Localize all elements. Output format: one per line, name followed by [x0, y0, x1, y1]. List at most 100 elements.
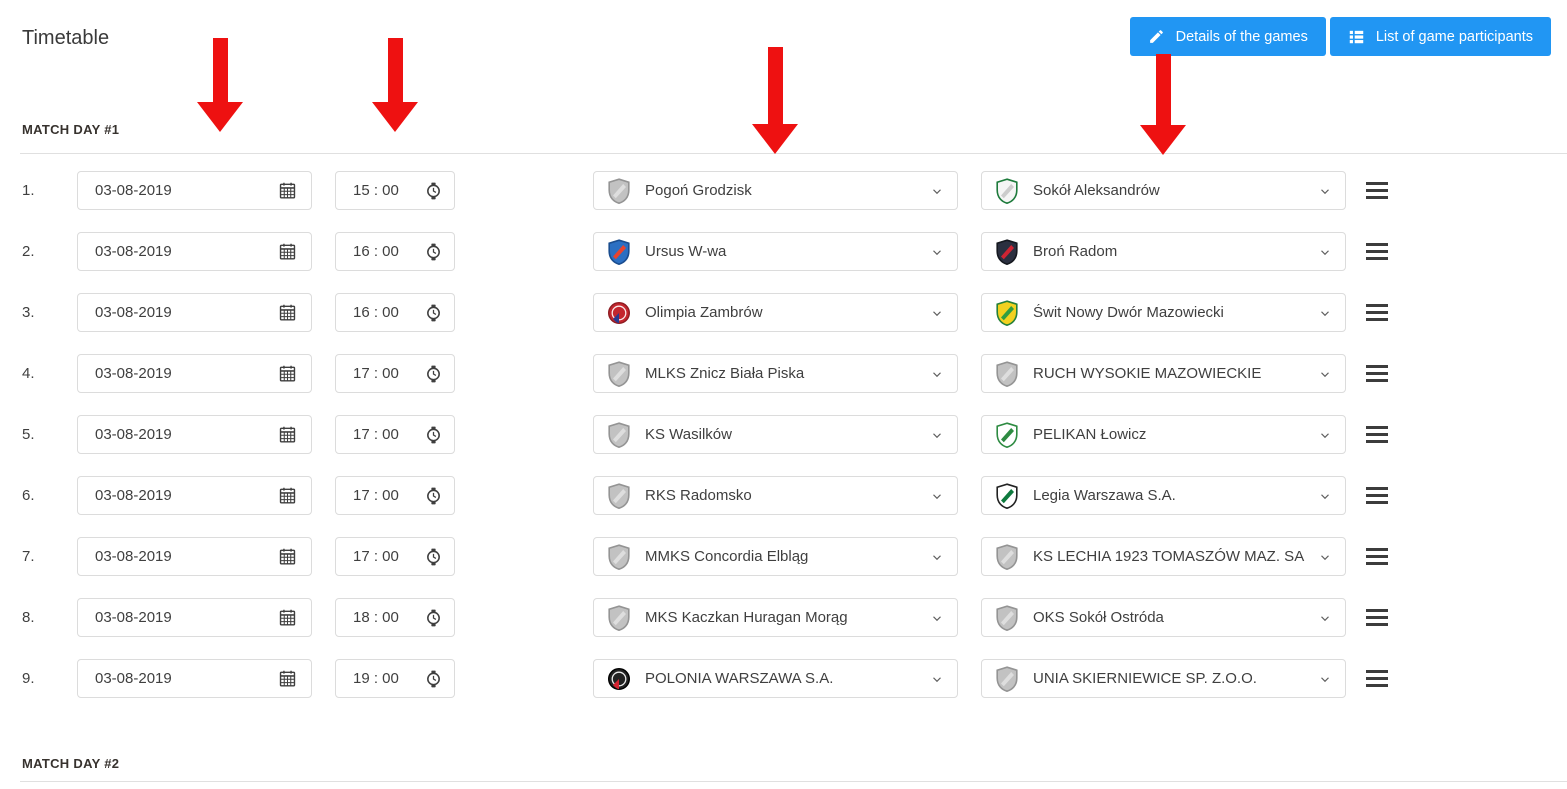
- time-value: 16 : 00: [353, 304, 399, 321]
- away-team-select[interactable]: Broń Radom: [981, 232, 1346, 271]
- time-input[interactable]: 16 : 00: [335, 293, 455, 332]
- calendar-icon[interactable]: [278, 608, 297, 627]
- team-crest-icon: [607, 360, 631, 387]
- clock-icon[interactable]: [425, 608, 442, 628]
- time-input[interactable]: 17 : 00: [335, 354, 455, 393]
- drag-handle-icon[interactable]: [1366, 548, 1388, 565]
- time-value: 16 : 00: [353, 243, 399, 260]
- calendar-icon[interactable]: [278, 303, 297, 322]
- time-input[interactable]: 15 : 00: [335, 171, 455, 210]
- drag-handle-icon[interactable]: [1366, 365, 1388, 382]
- list-of-participants-button[interactable]: List of game participants: [1329, 17, 1551, 56]
- clock-icon[interactable]: [425, 669, 442, 689]
- time-input[interactable]: 18 : 00: [335, 598, 455, 637]
- away-team-select[interactable]: Legia Warszawa S.A.: [981, 476, 1346, 515]
- away-team-name: RUCH WYSOKIE MAZOWIECKIE: [1033, 365, 1262, 382]
- team-crest-icon: [607, 482, 631, 509]
- drag-handle-icon[interactable]: [1366, 304, 1388, 321]
- drag-handle-icon[interactable]: [1366, 182, 1388, 199]
- home-team-select[interactable]: RKS Radomsko: [593, 476, 958, 515]
- match-row: 9. 03-08-2019 19 : 00 POLONIA WARSZAWA S…: [22, 659, 1551, 698]
- clock-icon[interactable]: [425, 486, 442, 506]
- time-input[interactable]: 19 : 00: [335, 659, 455, 698]
- time-value: 17 : 00: [353, 426, 399, 443]
- date-value: 03-08-2019: [95, 182, 172, 199]
- chevron-down-icon: [931, 551, 943, 563]
- button-label: Details of the games: [1175, 28, 1308, 45]
- chevron-down-icon: [931, 673, 943, 685]
- calendar-icon[interactable]: [278, 364, 297, 383]
- match-row: 7. 03-08-2019 17 : 00 MMKS Concordia Elb…: [22, 537, 1551, 576]
- calendar-icon[interactable]: [278, 181, 297, 200]
- home-team-select[interactable]: KS Wasilków: [593, 415, 958, 454]
- clock-icon[interactable]: [425, 181, 442, 201]
- date-input[interactable]: 03-08-2019: [77, 293, 312, 332]
- time-input[interactable]: 16 : 00: [335, 232, 455, 271]
- home-team-name: Olimpia Zambrów: [645, 304, 763, 321]
- away-team-select[interactable]: UNIA SKIERNIEWICE SP. Z.O.O.: [981, 659, 1346, 698]
- team-crest-icon: [607, 666, 631, 692]
- date-input[interactable]: 03-08-2019: [77, 659, 312, 698]
- calendar-icon[interactable]: [278, 547, 297, 566]
- calendar-icon[interactable]: [278, 486, 297, 505]
- date-input[interactable]: 03-08-2019: [77, 354, 312, 393]
- home-team-select[interactable]: MLKS Znicz Biała Piska: [593, 354, 958, 393]
- page-header: Timetable Details of the games List of g…: [22, 17, 1551, 56]
- drag-handle-icon[interactable]: [1366, 487, 1388, 504]
- date-input[interactable]: 03-08-2019: [77, 537, 312, 576]
- home-team-select[interactable]: POLONIA WARSZAWA S.A.: [593, 659, 958, 698]
- match-number: 3.: [22, 304, 35, 321]
- team-crest-icon: [607, 300, 631, 326]
- date-input[interactable]: 03-08-2019: [77, 232, 312, 271]
- chevron-down-icon: [1319, 551, 1331, 563]
- details-of-games-button[interactable]: Details of the games: [1129, 17, 1326, 56]
- away-team-select[interactable]: OKS Sokół Ostróda: [981, 598, 1346, 637]
- team-crest-icon: [995, 665, 1019, 692]
- time-input[interactable]: 17 : 00: [335, 476, 455, 515]
- home-team-select[interactable]: Olimpia Zambrów: [593, 293, 958, 332]
- away-team-select[interactable]: Sokół Aleksandrów: [981, 171, 1346, 210]
- drag-handle-icon[interactable]: [1366, 243, 1388, 260]
- away-team-select[interactable]: RUCH WYSOKIE MAZOWIECKIE: [981, 354, 1346, 393]
- match-row: 2. 03-08-2019 16 : 00 Ursus W-wa Broń Ra…: [22, 232, 1551, 271]
- chevron-down-icon: [931, 246, 943, 258]
- team-crest-icon: [607, 238, 631, 265]
- calendar-icon[interactable]: [278, 669, 297, 688]
- calendar-icon[interactable]: [278, 242, 297, 261]
- clock-icon[interactable]: [425, 364, 442, 384]
- date-input[interactable]: 03-08-2019: [77, 476, 312, 515]
- home-team-select[interactable]: Ursus W-wa: [593, 232, 958, 271]
- team-crest-icon: [995, 177, 1019, 204]
- clock-icon[interactable]: [425, 425, 442, 445]
- away-team-select[interactable]: Świt Nowy Dwór Mazowiecki: [981, 293, 1346, 332]
- time-input[interactable]: 17 : 00: [335, 537, 455, 576]
- clock-icon[interactable]: [425, 303, 442, 323]
- away-team-select[interactable]: KS LECHIA 1923 TOMASZÓW MAZ. SA: [981, 537, 1346, 576]
- home-team-select[interactable]: Pogoń Grodzisk: [593, 171, 958, 210]
- home-team-select[interactable]: MMKS Concordia Elbląg: [593, 537, 958, 576]
- home-team-name: KS Wasilków: [645, 426, 732, 443]
- drag-handle-icon[interactable]: [1366, 426, 1388, 443]
- clock-icon[interactable]: [425, 242, 442, 262]
- time-value: 18 : 00: [353, 609, 399, 626]
- match-day-1-section: MATCH DAY #1: [20, 122, 1567, 154]
- drag-handle-icon[interactable]: [1366, 609, 1388, 626]
- date-value: 03-08-2019: [95, 243, 172, 260]
- list-icon: [1348, 28, 1365, 45]
- away-team-select[interactable]: PELIKAN Łowicz: [981, 415, 1346, 454]
- team-crest-icon: [607, 177, 631, 204]
- drag-handle-icon[interactable]: [1366, 670, 1388, 687]
- time-input[interactable]: 17 : 00: [335, 415, 455, 454]
- time-value: 19 : 00: [353, 670, 399, 687]
- team-crest-icon: [995, 299, 1019, 326]
- clock-icon[interactable]: [425, 547, 442, 567]
- home-team-name: MLKS Znicz Biała Piska: [645, 365, 805, 382]
- date-input[interactable]: 03-08-2019: [77, 171, 312, 210]
- calendar-icon[interactable]: [278, 425, 297, 444]
- match-row: 3. 03-08-2019 16 : 00 Olimpia Zambrów Św…: [22, 293, 1551, 332]
- date-input[interactable]: 03-08-2019: [77, 415, 312, 454]
- date-input[interactable]: 03-08-2019: [77, 598, 312, 637]
- chevron-down-icon: [931, 185, 943, 197]
- team-crest-icon: [607, 543, 631, 570]
- home-team-select[interactable]: MKS Kaczkan Huragan Morąg: [593, 598, 958, 637]
